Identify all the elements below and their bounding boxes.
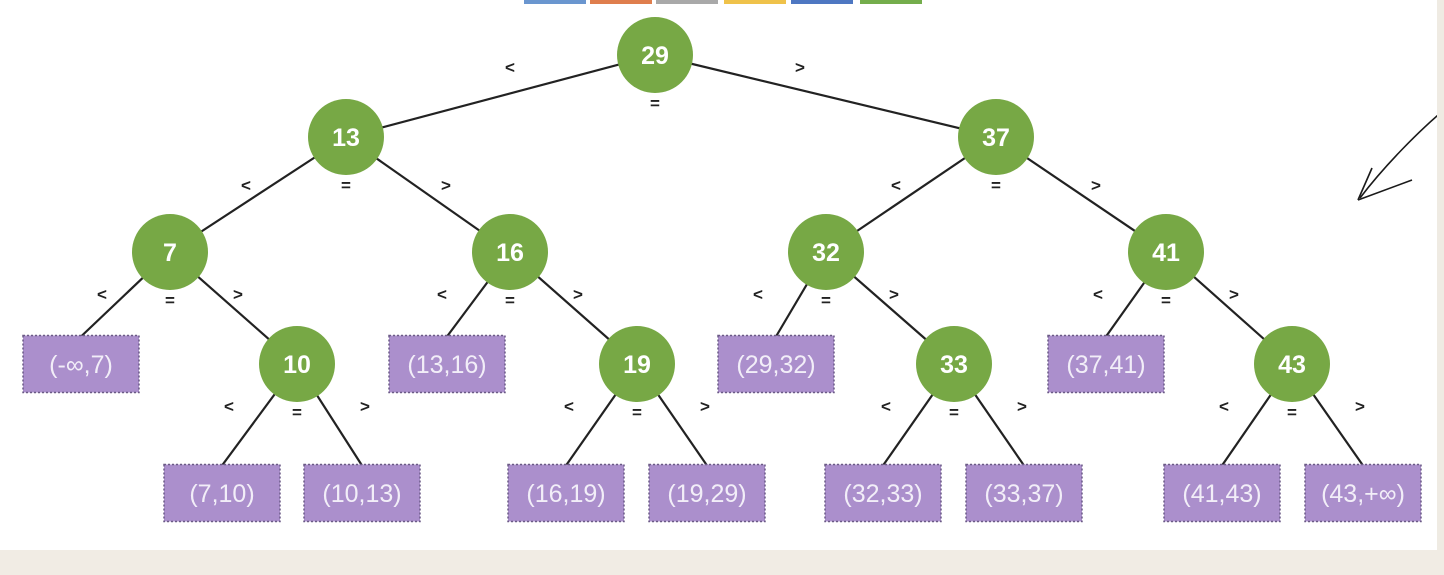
equal-label: = — [650, 94, 660, 113]
node-key-label: 32 — [812, 239, 840, 267]
tree-edge — [654, 53, 997, 139]
tree-node: 7 — [132, 214, 208, 290]
less-than-label: < — [224, 397, 234, 416]
node-key-label: 19 — [623, 351, 651, 379]
interval-label: (13,16) — [407, 351, 486, 379]
interval-label: (16,19) — [526, 480, 605, 508]
palette-swatch — [524, 0, 586, 4]
interval-label: (41,43) — [1182, 480, 1261, 508]
greater-than-label: > — [889, 285, 899, 304]
less-than-label: < — [891, 176, 901, 195]
interval-label: (7,10) — [189, 480, 254, 508]
tree-node: 13 — [308, 99, 384, 175]
less-than-label: < — [1219, 397, 1229, 416]
less-than-label: < — [437, 285, 447, 304]
page-bottom-strip — [0, 550, 1444, 575]
equal-label: = — [949, 403, 959, 422]
equal-label: = — [341, 176, 351, 195]
interval-label: (37,41) — [1066, 351, 1145, 379]
binary-search-tree: < > = < > = < > = < > = < > = < > = < > = < > = < > = < > = < > = 29 13 37… — [22, 17, 1437, 523]
greater-than-label: > — [233, 285, 243, 304]
node-key-label: 16 — [496, 239, 524, 267]
equal-label: = — [1287, 403, 1297, 422]
node-key-label: 7 — [163, 239, 177, 267]
tree-node: 33 — [916, 326, 992, 402]
equal-label: = — [165, 291, 175, 310]
greater-than-label: > — [1229, 285, 1239, 304]
equal-label: = — [1161, 291, 1171, 310]
comparison-operators: < > = < > = < > = < > = < > = < > = < > = < > = < > = < > = < > = — [97, 58, 1365, 422]
palette-swatch — [590, 0, 652, 4]
interval-leaf: (37,41) — [1047, 334, 1165, 394]
interval-leaf: (29,32) — [717, 334, 835, 394]
equal-label: = — [632, 403, 642, 422]
tree-edge — [345, 53, 656, 139]
tree-node: 10 — [259, 326, 335, 402]
hand-drawn-arrow-icon — [1357, 114, 1437, 201]
greater-than-label: > — [360, 397, 370, 416]
interval-leaf: (19,29) — [648, 463, 766, 523]
tree-node: 32 — [788, 214, 864, 290]
greater-than-label: > — [441, 176, 451, 195]
interval-leaf: (13,16) — [388, 334, 506, 394]
interval-leaf: (16,19) — [507, 463, 625, 523]
interval-leaf: (-∞,7) — [22, 334, 140, 394]
interval-leaf: (10,13) — [303, 463, 421, 523]
less-than-label: < — [241, 176, 251, 195]
interval-leaf: (32,33) — [824, 463, 942, 523]
palette-swatch — [791, 0, 853, 4]
interval-leaf: (33,37) — [965, 463, 1083, 523]
tree-node: 19 — [599, 326, 675, 402]
less-than-label: < — [881, 397, 891, 416]
tree-node: 37 — [958, 99, 1034, 175]
equal-label: = — [991, 176, 1001, 195]
equal-label: = — [821, 291, 831, 310]
palette-swatch — [724, 0, 786, 4]
interval-leaf: (7,10) — [163, 463, 281, 523]
less-than-label: < — [564, 397, 574, 416]
node-key-label: 37 — [982, 124, 1010, 152]
interval-label: (19,29) — [667, 480, 746, 508]
less-than-label: < — [505, 58, 515, 77]
diagram-canvas: < > = < > = < > = < > = < > = < > = < > = < > = < > = < > = < > = 29 13 37… — [0, 0, 1444, 550]
palette-swatch — [860, 0, 922, 4]
greater-than-label: > — [573, 285, 583, 304]
interval-label: (33,37) — [984, 480, 1063, 508]
node-key-label: 13 — [332, 124, 360, 152]
equal-label: = — [505, 291, 515, 310]
tree-node: 29 — [617, 17, 693, 93]
interval-label: (-∞,7) — [49, 351, 113, 379]
less-than-label: < — [97, 285, 107, 304]
palette-swatch — [656, 0, 718, 4]
greater-than-label: > — [795, 58, 805, 77]
tree-node: 41 — [1128, 214, 1204, 290]
node-key-label: 33 — [940, 351, 968, 379]
interval-label: (43,+∞) — [1321, 480, 1405, 508]
less-than-label: < — [753, 285, 763, 304]
greater-than-label: > — [1355, 397, 1365, 416]
equal-label: = — [292, 403, 302, 422]
interval-label: (29,32) — [736, 351, 815, 379]
tree-node: 16 — [472, 214, 548, 290]
tree-node: 43 — [1254, 326, 1330, 402]
node-key-label: 10 — [283, 351, 311, 379]
tree-nodes: 29 13 37 7 16 32 41 10 19 33 43 — [132, 17, 1330, 402]
greater-than-label: > — [700, 397, 710, 416]
node-key-label: 43 — [1278, 351, 1306, 379]
interval-label: (32,33) — [843, 480, 922, 508]
greater-than-label: > — [1091, 176, 1101, 195]
greater-than-label: > — [1017, 397, 1027, 416]
node-key-label: 41 — [1152, 239, 1180, 267]
node-key-label: 29 — [641, 42, 669, 70]
interval-leaf: (43,+∞) — [1304, 463, 1422, 523]
less-than-label: < — [1093, 285, 1103, 304]
interval-label: (10,13) — [322, 480, 401, 508]
interval-leaves: (-∞,7) (13,16) (29,32) (37,41) (7,10) (10,13)… — [22, 334, 1422, 523]
interval-leaf: (41,43) — [1163, 463, 1281, 523]
page-margin — [1437, 0, 1444, 550]
